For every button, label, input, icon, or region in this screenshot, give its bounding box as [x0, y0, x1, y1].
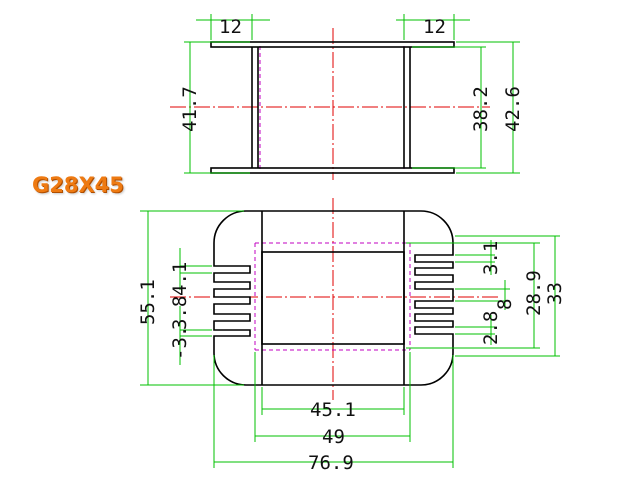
- dim-top-flange-left: 12: [219, 16, 242, 38]
- dim-height-33: 33: [544, 282, 566, 305]
- front-view-dimension-lines: [140, 210, 560, 468]
- dim-side-height-left: 41.7: [179, 86, 201, 132]
- front-view-hidden-lines: [254, 242, 411, 351]
- dim-slot-middle-right: 8: [494, 299, 516, 310]
- front-view: 55.1 4.1 3.8 -3. 3.1 8 2.8 28.9 33 45.1 …: [137, 198, 566, 474]
- dim-slot-lower-left: 3.8: [169, 296, 191, 330]
- dim-slot-upper-left: 4.1: [169, 262, 191, 296]
- dim-outer-height-right: 42.6: [502, 86, 524, 132]
- front-view-outline: [213, 210, 454, 386]
- dim-height-28-9: 28.9: [523, 270, 545, 316]
- dim-total-height-left: 55.1: [137, 279, 159, 325]
- top-view-outline: [210, 41, 455, 174]
- dim-width-76-9: 76.9: [308, 452, 354, 474]
- top-view-dimension-lines: [184, 14, 520, 174]
- dim-slot-lower-left-2: -3.: [169, 326, 191, 360]
- dim-slot-lower-right: 2.8: [480, 311, 502, 345]
- dim-width-49: 49: [322, 426, 345, 448]
- dim-slot-upper-right: 3.1: [480, 241, 502, 275]
- part-name-label: G28X45: [32, 173, 124, 197]
- dim-top-flange-right: 12: [423, 16, 446, 38]
- top-view: 12 12 41.7 38.2 42.6: [170, 14, 524, 180]
- dim-width-45-1: 45.1: [310, 399, 356, 421]
- dim-inner-height-right: 38.2: [470, 86, 492, 132]
